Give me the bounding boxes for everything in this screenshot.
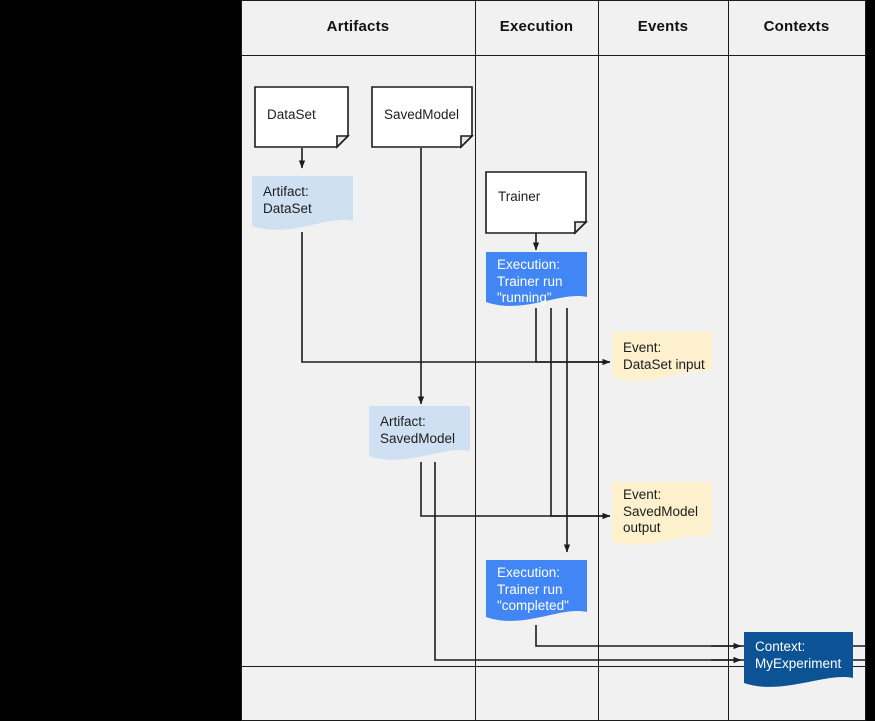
connector-execution-running-to-event-savedmodel-output [550,308,611,520]
node-label-execution-completed: Execution: Trainer run "completed" [497,565,569,613]
lane-divider-left [241,0,242,721]
lane-title-events: Events [637,18,689,35]
node-label-event-dataset-input: Event: DataSet input [623,340,705,372]
node-fold-trainer [574,221,588,235]
lane-divider-artifacts-execution [475,0,476,721]
node-fold-savedmodel [460,135,474,149]
node-label-artifact-dataset: Artifact: DataSet [263,184,312,216]
lane-divider-events-contexts [728,0,729,721]
node-label-trainer: Trainer [498,189,541,204]
node-fold-dataset [336,135,350,149]
connector-artifact-dataset-to-event-dataset-input [301,232,611,366]
lane-bottom-rule [241,666,866,667]
node-label-savedmodel: SavedModel [384,107,460,122]
lane-header-rule [241,55,866,56]
lane-top-border [241,0,866,1]
node-label-artifact-savedmodel: Artifact: SavedModel [380,414,456,446]
node-label-execution-running: Execution: Trainer run "running" [497,257,563,305]
lane-divider-right [865,0,866,721]
node-label-dataset: DataSet [267,107,316,122]
node-label-event-savedmodel-output: Event: SavedModel output [623,487,699,535]
connector-artifact-savedmodel-to-event-savedmodel-output [420,462,610,517]
lane-divider-execution-events [598,0,599,721]
lane-title-contexts: Contexts [763,18,830,35]
lane-title-execution: Execution [499,18,574,35]
diagram-canvas: Artifacts Execution Events Contexts [241,0,866,721]
node-label-context-myexperiment: Context: MyExperiment [755,639,842,671]
lane-title-artifacts: Artifacts [326,18,390,35]
